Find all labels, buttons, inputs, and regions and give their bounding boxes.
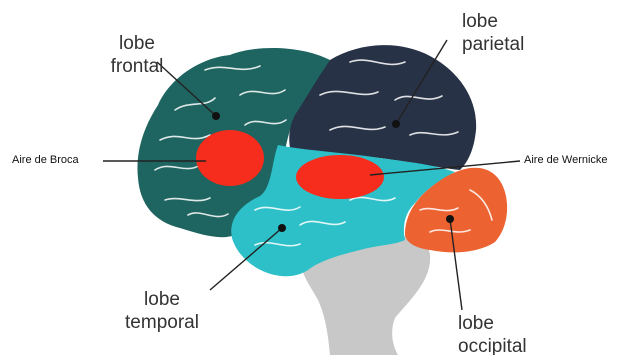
parietal-lobe-label: lobe parietal — [462, 10, 524, 56]
occipital-dot — [446, 215, 454, 223]
temporal-label-line2: temporal — [120, 311, 204, 334]
wernicke-label: Aire de Wernicke — [524, 154, 608, 167]
occipital-lobe-label: lobe occipital — [458, 312, 527, 355]
wernicke-area — [296, 155, 384, 199]
temporal-label-line1: lobe — [120, 288, 204, 311]
occipital-label-line2: occipital — [458, 335, 527, 355]
occipital-label-line1: lobe — [458, 312, 527, 335]
broca-area — [196, 130, 264, 186]
parietal-dot — [392, 120, 400, 128]
frontal-dot — [212, 112, 220, 120]
broca-label: Aire de Broca — [12, 154, 79, 167]
frontal-label-line2: frontal — [106, 55, 168, 78]
frontal-lobe-label: lobe frontal — [106, 32, 168, 78]
parietal-label-line2: parietal — [462, 33, 524, 56]
parietal-label-line1: lobe — [462, 10, 524, 33]
temporal-dot — [278, 224, 286, 232]
temporal-lobe-label: lobe temporal — [120, 288, 204, 334]
frontal-label-line1: lobe — [106, 32, 168, 55]
